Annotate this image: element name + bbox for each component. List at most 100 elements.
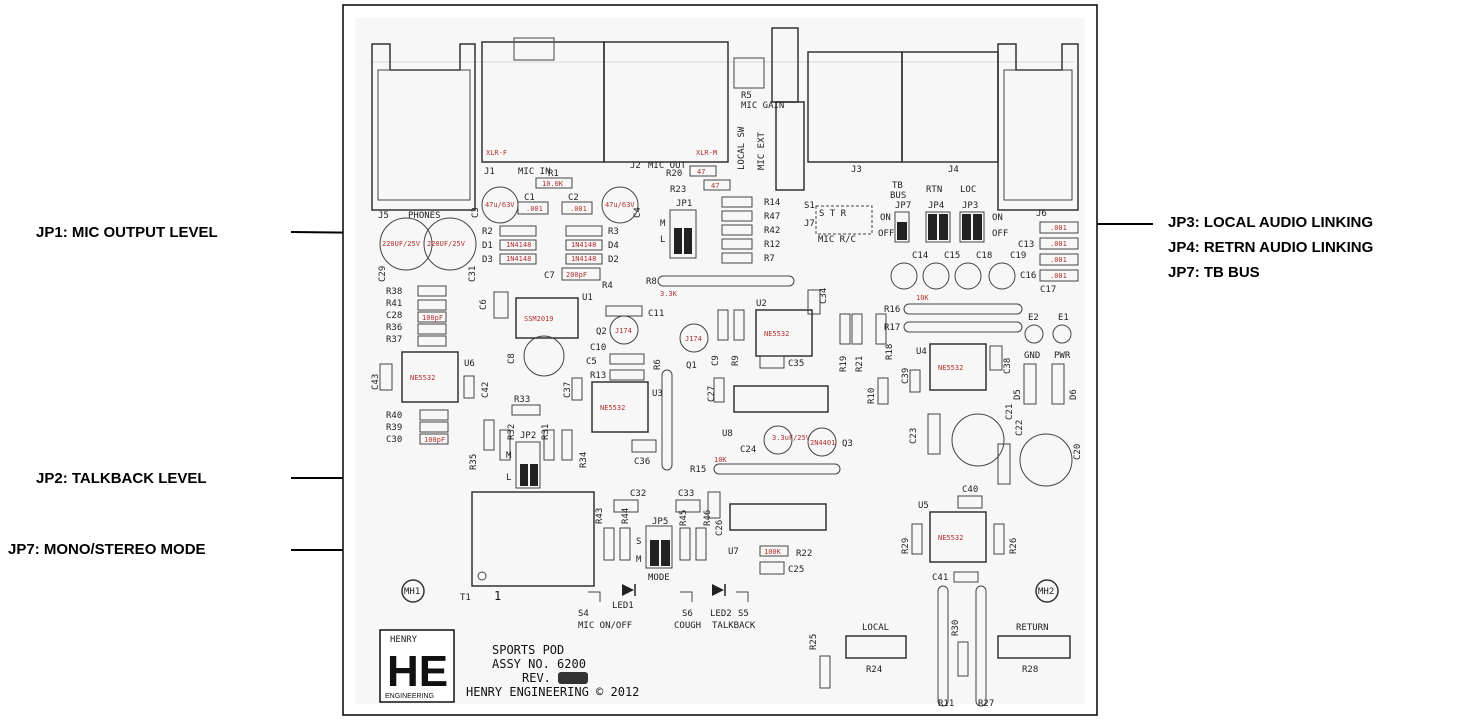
r27-label: R27 (978, 699, 994, 709)
r17-label: R17 (884, 323, 900, 333)
j7-label: J7 (804, 219, 815, 229)
s6-text: COUGH (674, 621, 701, 631)
r12-label: R12 (764, 240, 780, 250)
res-r1 (535, 177, 573, 189)
c43-label: C43 (371, 374, 381, 390)
r23-val: 47 (711, 182, 719, 190)
t1-pin: 1 (494, 589, 501, 603)
cap-r2-val: .001 (1050, 240, 1067, 248)
cap-c30 (419, 433, 449, 445)
u7-label: U7 (728, 547, 739, 557)
res-r19 (839, 313, 851, 345)
cap-c39 (909, 369, 921, 393)
callout-jp7-mode: JP7: MONO/STEREO MODE (8, 541, 206, 558)
c16-label: C16 (1020, 271, 1036, 281)
r36-label: R36 (386, 323, 402, 333)
res-r35 (483, 419, 495, 451)
diode-block (499, 225, 603, 265)
c23-label: C23 (909, 428, 919, 444)
cap-c40 (957, 495, 983, 509)
jp2-m: M (506, 451, 512, 461)
r20-label: R20 (666, 169, 682, 179)
res-r26 (993, 523, 1005, 555)
u3-label: U3 (652, 389, 663, 399)
r8-label: R8 (646, 277, 657, 287)
tb-label: TB (892, 181, 903, 191)
c17-label: C17 (1040, 285, 1056, 295)
u2-label: U2 (756, 299, 767, 309)
c7-val: 200pF (566, 271, 587, 279)
s5-label: S5 (738, 609, 749, 619)
cap-c22 (997, 443, 1011, 485)
mic-gain-label: MIC GAIN (741, 101, 784, 111)
r15-val: 10K (714, 456, 727, 464)
c33-label: C33 (678, 489, 694, 499)
rtn-label: RTN (926, 185, 942, 195)
res-r46 (695, 527, 707, 561)
resistor-stack (721, 196, 753, 264)
c1-label: C1 (524, 193, 535, 203)
c27-label: C27 (707, 386, 717, 402)
d2-val: 1N4148 (571, 255, 596, 263)
r25-label: R25 (809, 634, 819, 650)
q3-part: 2N4401 (810, 439, 835, 447)
res-r30 (957, 641, 969, 677)
j3-label: J3 (851, 165, 862, 175)
switch-s5 (736, 591, 749, 602)
board-company: HENRY ENGINEERING © 2012 (466, 685, 639, 699)
cap-c7 (561, 267, 601, 281)
c5-label: C5 (586, 357, 597, 367)
u2-part: NE5532 (764, 330, 789, 338)
r43-label: R43 (595, 508, 605, 524)
jumper-jp5-shunt-a (650, 540, 659, 566)
r16-label: R16 (884, 305, 900, 315)
c4-label: C4 (633, 207, 643, 218)
logo-top: HENRY (390, 635, 418, 645)
r7-label: R7 (764, 254, 775, 264)
d3-val: 1N4148 (506, 255, 531, 263)
u5-label: U5 (918, 501, 929, 511)
cap-c4 (601, 186, 639, 224)
res-r15 (713, 463, 841, 475)
res-r9 (733, 309, 745, 341)
connector-j6 (997, 43, 1079, 211)
cap-c14 (890, 262, 918, 290)
board-assy: ASSY NO. 6200 (492, 657, 586, 671)
cap-c9 (717, 309, 729, 341)
r21-label: R21 (855, 356, 865, 372)
jumper-jp7 (894, 211, 910, 243)
res-r31 (543, 429, 555, 461)
jp3-off: OFF (992, 229, 1008, 239)
jumper-jp2-shunt-a (520, 464, 528, 486)
c24-val: 3.3uF/25V (772, 434, 811, 442)
q2-part: J174 (615, 327, 632, 335)
res-r17 (903, 321, 1023, 333)
cap-stack-right (1039, 221, 1079, 282)
e1-label: E1 (1058, 313, 1069, 323)
c1-val: .001 (526, 205, 543, 213)
j4-label: J4 (948, 165, 959, 175)
c41-label: C41 (932, 573, 948, 583)
j1-sub: MIC IN (518, 167, 551, 177)
c8-label: C8 (507, 353, 517, 364)
q1-label: Q1 (686, 361, 697, 371)
cap-c1 (517, 201, 549, 215)
board-title: SPORTS POD (492, 643, 564, 657)
r30-label: R30 (951, 620, 961, 636)
c13-label: C13 (1018, 240, 1034, 250)
c22-label: C22 (1015, 420, 1025, 436)
led1-icon (622, 584, 634, 596)
c2-val: .001 (570, 205, 587, 213)
ic-u8 (733, 385, 829, 413)
terminal-e2 (1024, 324, 1044, 344)
u6-label: U6 (464, 359, 475, 369)
jp1-m: M (660, 219, 666, 229)
cap-c31 (423, 217, 477, 271)
cap-c18 (954, 262, 982, 290)
u6-part: NE5532 (410, 374, 435, 382)
cap-c34 (807, 289, 821, 315)
c2-label: C2 (568, 193, 579, 203)
d4-label: D4 (608, 241, 619, 251)
rev-box (558, 672, 588, 684)
